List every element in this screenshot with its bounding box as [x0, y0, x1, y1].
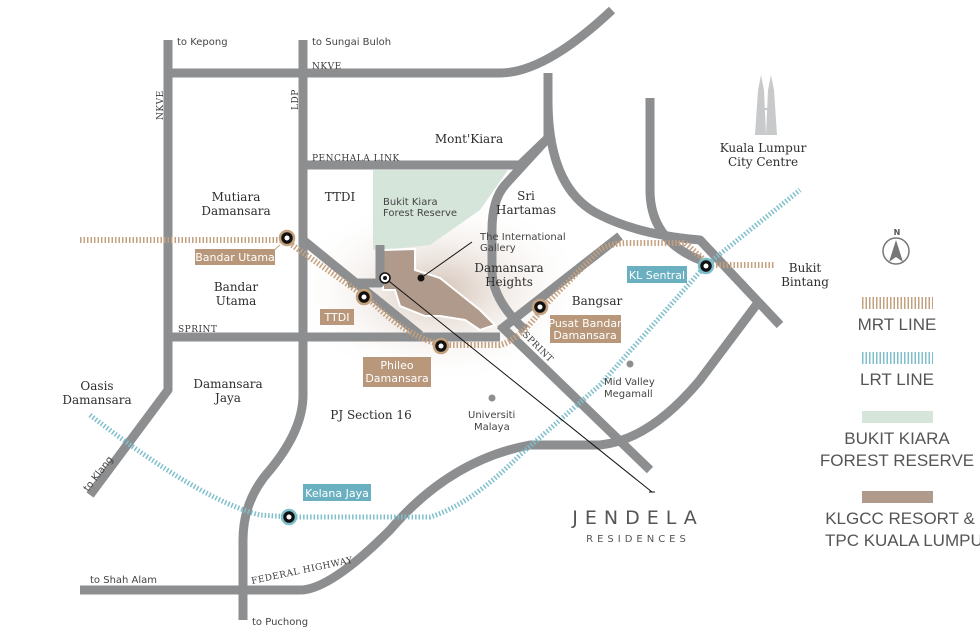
lrt-line [88, 188, 802, 520]
svg-text:Bandar: Bandar [214, 280, 259, 294]
svg-text:NKVE: NKVE [156, 90, 166, 120]
jendela-logo: JENDELA RESIDENCES [571, 507, 703, 545]
svg-text:Kuala Lumpur: Kuala Lumpur [720, 141, 807, 155]
svg-text:Malaya: Malaya [474, 422, 510, 433]
pointer-line [384, 277, 653, 493]
svg-text:to Shah Alam: to Shah Alam [90, 575, 157, 586]
svg-text:LRT LINE: LRT LINE [860, 370, 934, 389]
station-label: Damansara [553, 329, 616, 342]
svg-text:to Sungai Buloh: to Sungai Buloh [312, 37, 391, 48]
svg-text:MRT LINE: MRT LINE [858, 315, 937, 334]
svg-text:Jaya: Jaya [213, 391, 241, 405]
station-label: Bandar Utama [195, 251, 275, 264]
svg-text:Megamall: Megamall [604, 389, 653, 400]
svg-text:The International: The International [479, 232, 566, 243]
svg-text:Sri: Sri [517, 189, 535, 203]
station-label: Kelana Jaya [305, 487, 369, 500]
svg-text:Bukit: Bukit [789, 261, 822, 275]
svg-text:Bintang: Bintang [781, 275, 829, 289]
svg-text:RESIDENCES: RESIDENCES [586, 534, 690, 545]
svg-text:PJ Section 16: PJ Section 16 [330, 408, 411, 422]
svg-text:Forest Reserve: Forest Reserve [383, 208, 457, 219]
svg-text:Damansara: Damansara [201, 204, 270, 218]
legend: MRT LINE LRT LINE BUKIT KIARA FOREST RES… [820, 297, 980, 550]
svg-text:Damansara: Damansara [62, 393, 131, 407]
svg-text:KLGCC RESORT &: KLGCC RESORT & [825, 509, 975, 528]
station-kelana-jaya: Kelana Jaya [280, 484, 371, 526]
station-ttdi: TTDI [320, 288, 373, 325]
station-label: Damansara [365, 372, 428, 385]
station-bandar-utama: Bandar Utama [195, 229, 296, 265]
svg-text:TPC KUALA LUMPUR: TPC KUALA LUMPUR [825, 531, 980, 550]
svg-text:PENCHALA LINK: PENCHALA LINK [312, 154, 400, 164]
svg-text:N: N [894, 228, 901, 237]
svg-text:JENDELA: JENDELA [571, 507, 703, 529]
station-kl-sentral: KL Sentral [627, 257, 715, 283]
mid-valley-marker [626, 360, 634, 368]
svg-text:Bukit Kiara: Bukit Kiara [383, 197, 438, 208]
place-labels: Mont'Kiara Mutiara Damansara TTDI Sri Ha… [62, 132, 829, 422]
svg-text:LDP: LDP [291, 89, 301, 110]
gallery-marker [417, 274, 425, 282]
svg-text:NKVE: NKVE [312, 62, 342, 72]
svg-text:to Puchong: to Puchong [252, 617, 308, 628]
svg-text:Utama: Utama [216, 294, 257, 308]
station-label: Pusat Bandar [548, 317, 622, 330]
svg-text:BUKIT KIARA: BUKIT KIARA [844, 429, 950, 448]
roads [80, 6, 784, 620]
svg-text:Bangsar: Bangsar [572, 294, 623, 308]
svg-text:to Kepong: to Kepong [177, 37, 228, 48]
svg-text:Mid Valley: Mid Valley [604, 377, 655, 388]
svg-text:Heights: Heights [485, 275, 533, 289]
petronas-towers-icon [755, 75, 777, 135]
svg-text:Damansara: Damansara [193, 377, 262, 391]
station-label: KL Sentral [629, 269, 685, 282]
landmark-labels: Bukit Kiara Forest Reserve The Internati… [383, 197, 655, 433]
forest-reserve-area [373, 170, 508, 250]
station-label: TTDI [324, 311, 350, 324]
svg-text:City Centre: City Centre [728, 155, 798, 169]
svg-text:Mutiara: Mutiara [212, 190, 261, 204]
svg-text:TTDI: TTDI [325, 190, 356, 204]
svg-text:Damansara: Damansara [474, 261, 543, 275]
compass-icon: N [882, 228, 910, 265]
svg-text:Universiti: Universiti [468, 410, 515, 421]
svg-text:FOREST RESERVE: FOREST RESERVE [820, 451, 974, 470]
svg-text:Oasis: Oasis [80, 379, 113, 393]
svg-text:Gallery: Gallery [480, 243, 516, 254]
um-marker [488, 394, 496, 402]
svg-text:Hartamas: Hartamas [496, 203, 556, 217]
svg-text:SPRINT: SPRINT [178, 325, 217, 335]
golf-course-area [382, 247, 497, 332]
station-label: Phileo [380, 359, 413, 372]
svg-text:Mont'Kiara: Mont'Kiara [435, 132, 503, 146]
